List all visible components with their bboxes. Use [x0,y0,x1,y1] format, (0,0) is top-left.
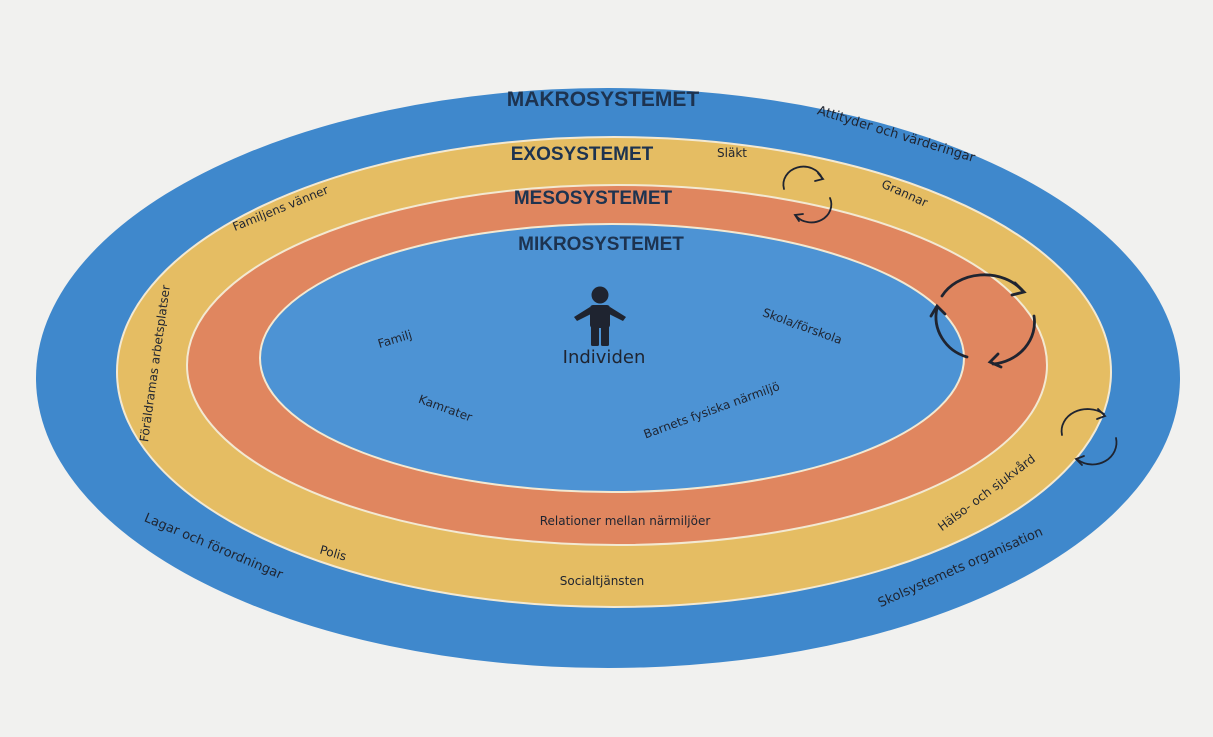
cycle-arrows-icon [782,165,833,224]
cycle-arrows-icon [1060,408,1118,466]
makro-title: MAKROSYSTEMET [507,88,700,111]
exo-title: EXOSYSTEMET [511,144,654,165]
meso-title: MESOSYSTEMET [514,188,673,209]
exo-item-slakt: Släkt [717,146,747,160]
mikro-ring [259,223,965,493]
person-icon [574,286,626,346]
exo-item-socialtjansten: Socialtjänsten [560,574,645,588]
meso-item-relationer: Relationer mellan närmiljöer [540,514,711,528]
cycle-arrows-icon [929,273,1036,369]
mikro-title: MIKROSYSTEMET [518,234,684,255]
center-label: Individen [563,347,646,368]
